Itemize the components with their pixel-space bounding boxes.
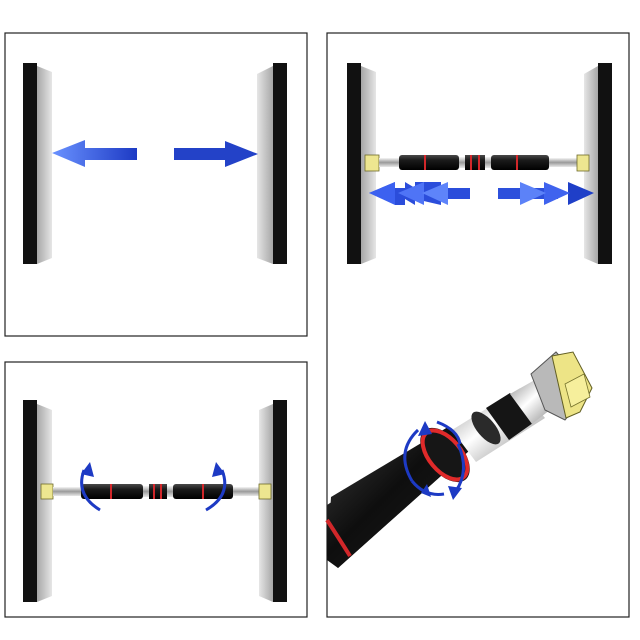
red-grip-stripe [325, 518, 352, 558]
right-wall [257, 63, 287, 264]
rotate-right-arrow-icon [205, 462, 227, 512]
pull-up-bar [40, 483, 272, 500]
double-right-arrow-icon [498, 182, 594, 205]
right-arrow-icon [174, 141, 258, 167]
left-arrow-icon [52, 140, 137, 167]
left-wall [347, 63, 376, 264]
rotate-left-arrow-icon [80, 462, 101, 512]
panel-frame [4, 32, 308, 337]
bar-end-closeup [325, 351, 593, 568]
panel-step-1 [4, 32, 308, 337]
rotate-arrows-icon [403, 420, 465, 500]
left-wall [23, 400, 52, 602]
double-left-arrow-icon [369, 182, 470, 205]
end-cap [530, 351, 593, 421]
left-wall [23, 63, 52, 264]
right-wall [584, 63, 612, 264]
pull-up-bar [364, 154, 590, 172]
panel-step-2 [325, 32, 630, 618]
panel-step-3 [4, 361, 308, 618]
right-wall [259, 400, 287, 602]
